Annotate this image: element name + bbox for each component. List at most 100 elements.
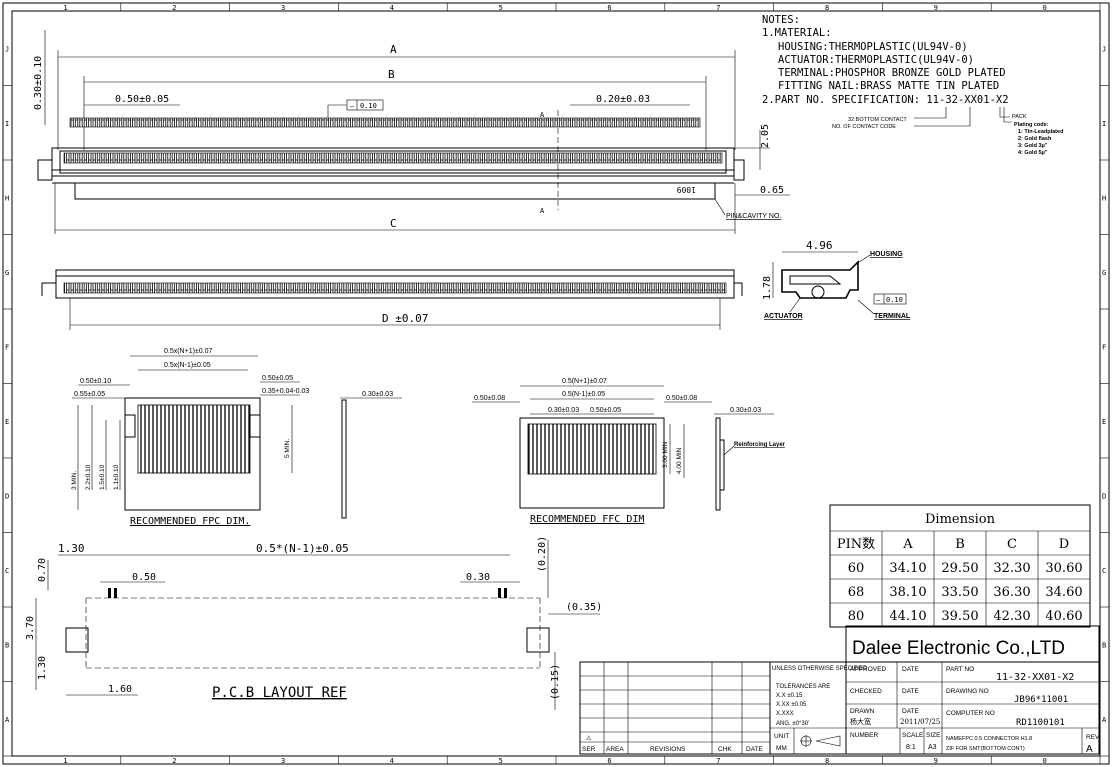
fpc-title: RECOMMENDED FPC DIM. xyxy=(130,516,250,527)
rev-value: A xyxy=(1086,744,1093,755)
ffc-d2: 0.5(N-1)±0.05 xyxy=(562,391,605,398)
border-col-bottom: 2 xyxy=(172,757,176,765)
size-label: SIZE xyxy=(926,732,941,739)
notes-plating-4: 4: Gold 5μ" xyxy=(1018,150,1048,156)
border-row-left: I xyxy=(5,120,9,128)
pcb-w130: 1.30 xyxy=(58,542,85,555)
table-header-cell: D xyxy=(1059,537,1069,552)
terminal-label: TERMINAL xyxy=(874,313,911,320)
section-a-bottom: A xyxy=(540,207,545,215)
rev-col-revisions: REVISIONS xyxy=(650,746,686,753)
table-cell: 42.30 xyxy=(993,609,1030,624)
fpc-d6: 0.35+0.04-0.03 xyxy=(262,388,309,395)
notes-terminal: TERMINAL:PHOSPHOR BRONZE GOLD PLATED xyxy=(778,67,1006,79)
border-col-top: 7 xyxy=(716,4,720,12)
border-row-left: D xyxy=(5,492,9,500)
scale-value: 8:1 xyxy=(906,744,916,751)
checked-label: CHECKED xyxy=(850,688,882,695)
border-row-right: D xyxy=(1102,492,1106,500)
unit-label: UNIT xyxy=(774,733,789,740)
table-cell: 29.50 xyxy=(941,561,978,576)
border-col-bottom: 3 xyxy=(281,757,285,765)
checked-date-label: DATE xyxy=(902,688,920,695)
ffc-title: RECOMMENDED FFC DIM xyxy=(530,514,644,525)
rev-col-chk: CHK xyxy=(718,746,732,753)
front-view: D ±0.07 xyxy=(41,269,743,330)
table-cell: 80 xyxy=(848,609,865,624)
ffc-d3: 0.30±0.03 xyxy=(548,407,579,414)
computer-no-value: RD1100101 xyxy=(1016,718,1065,728)
ffc-v1: 3.00 MIN xyxy=(662,441,669,468)
title-block: Dalee Electronic Co.,LTD ⚠ SER AREA REVI… xyxy=(579,625,1100,755)
tol-x: X.X ±0.15 xyxy=(776,693,803,699)
notes-plating-title: Plating code: xyxy=(1014,122,1049,128)
drawn-date: 2011/07/25 xyxy=(900,718,940,726)
table-cell: 60 xyxy=(848,561,865,576)
table-cell: 44.10 xyxy=(889,609,926,624)
pcb-span: 0.5*(N-1)±0.05 xyxy=(256,542,349,555)
fpc-dim-drawing: 0.5x(N+1)±0.07 0.5x(N-1)±0.05 0.50±0.10 … xyxy=(71,348,402,527)
table-cell: 36.30 xyxy=(993,585,1030,600)
border-col-top: 4 xyxy=(390,4,394,12)
section-a-top: A xyxy=(540,111,545,119)
ffc-d6: 0.50±0.08 xyxy=(666,395,697,402)
table-cell: 34.10 xyxy=(889,561,926,576)
pcb-h370: 3.70 xyxy=(25,616,36,640)
table-cell: 68 xyxy=(848,585,865,600)
pcb-w030: 0.30 xyxy=(466,572,490,583)
table-cell: 32.30 xyxy=(993,561,1030,576)
fpc-v4: 1.1±0.10 xyxy=(113,464,120,490)
notes-fitting: FITTING NAIL:BRASS MATTE TIN PLATED xyxy=(778,80,999,92)
fpc-d1: 0.5x(N+1)±0.07 xyxy=(164,348,213,355)
border-row-right: B xyxy=(1102,641,1106,649)
table-cell: 34.60 xyxy=(1045,585,1082,600)
fpc-v2: 2.2±0.10 xyxy=(85,464,92,490)
part-no-value: 11-32-XX01-X2 xyxy=(996,672,1074,683)
pcb-h035: (0.35) xyxy=(566,602,602,613)
border-row-left: B xyxy=(5,641,9,649)
border-row-right: E xyxy=(1102,418,1106,426)
table-header-cell: A xyxy=(902,537,913,552)
border-col-bottom: 1 xyxy=(63,757,67,765)
drawing-no-label: DRAWING NO xyxy=(946,688,989,695)
ffc-v2: 4.00 MIN xyxy=(676,447,683,474)
notes-plating-3: 3: Gold 3μ" xyxy=(1018,143,1048,149)
table-header-cell: C xyxy=(1007,537,1017,552)
rev-col-area: AREA xyxy=(606,746,624,753)
border-row-left: E xyxy=(5,418,9,426)
border-row-right: A xyxy=(1102,716,1107,724)
dim-496-label: 4.96 xyxy=(806,239,833,252)
tol-ang: ANG. ±0°30' xyxy=(776,721,809,727)
ffc-d1: 0.5(N+1)±0.07 xyxy=(562,378,607,385)
side-flatness-icon: — xyxy=(876,296,881,304)
approved-label: APPROVED xyxy=(850,666,886,673)
actuator-label: ACTUATOR xyxy=(764,313,803,320)
pcb-w050: 0.50 xyxy=(132,572,156,583)
notes-material-title: 1.MATERIAL: xyxy=(762,27,832,39)
border-row-right: I xyxy=(1102,120,1106,128)
pin-number-label: 1009 xyxy=(677,185,696,194)
size-value: A3 xyxy=(928,744,937,751)
border-row-left: J xyxy=(5,45,9,53)
border-col-top: 8 xyxy=(825,4,829,12)
tol-xxx: X.XXX xyxy=(776,711,794,717)
dim-030-label: 0.30±0.10 xyxy=(33,56,44,110)
border-row-left: H xyxy=(5,194,9,202)
border-col-top: 5 xyxy=(499,4,503,12)
name-label: NAME xyxy=(946,736,962,742)
border-col-bottom: 6 xyxy=(607,757,611,765)
table-cell: 39.50 xyxy=(941,609,978,624)
tol-xx: X.XX ±0.05 xyxy=(776,702,807,708)
table-cell: 30.60 xyxy=(1045,561,1082,576)
border-row-left: C xyxy=(5,567,9,575)
dim-d-label: D ±0.07 xyxy=(382,312,428,325)
rev-label: REV xyxy=(1086,734,1100,741)
tol-title: UNLESS OTHERWISE SPECIFIED xyxy=(772,666,868,672)
notes-contact-code: NO. OF CONTACT CODE xyxy=(832,124,896,130)
fpc-d3: 0.50±0.10 xyxy=(80,378,111,385)
pcb-h020: (0.20) xyxy=(537,536,548,572)
border-col-bottom: 5 xyxy=(499,757,503,765)
table-cell: 38.10 xyxy=(889,585,926,600)
